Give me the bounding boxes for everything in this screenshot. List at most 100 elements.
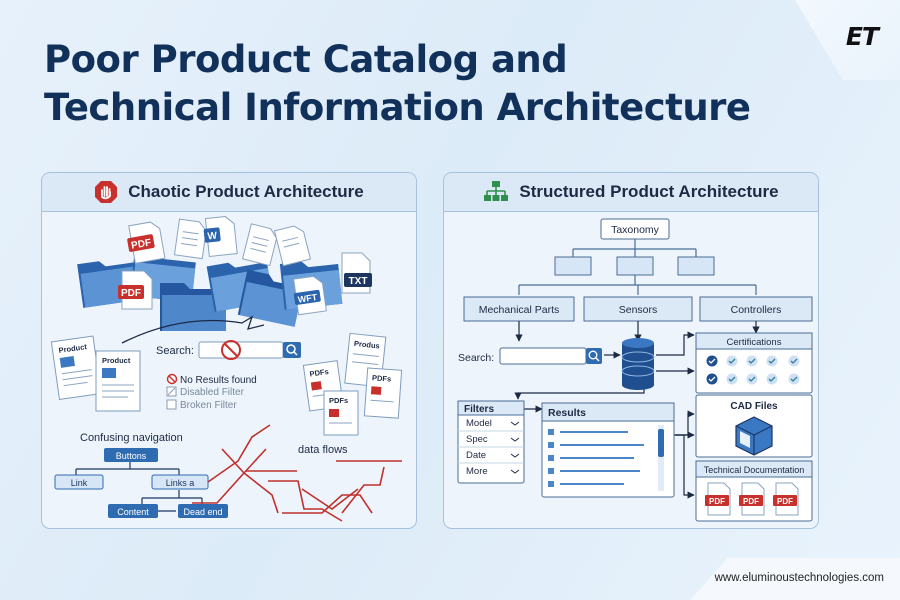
word-label: W [207, 231, 218, 243]
check-circle-icon [766, 373, 778, 385]
hierarchy-icon [484, 181, 509, 201]
nav-node-links-a-label: Links a [166, 478, 195, 488]
filter-row[interactable]: Model [458, 418, 524, 432]
filters-header [457, 400, 525, 416]
scattered-doc-label: PDFs [329, 396, 348, 405]
scattered-doc: PDFs [323, 390, 359, 436]
results-title: Results [548, 407, 586, 419]
taxonomy-label: Taxonomy [611, 224, 660, 236]
chaotic-diagram: PDF PDF W TXT [50, 216, 403, 522]
cad-files-title: CAD Files [730, 401, 778, 412]
wft-label: WFT [297, 292, 318, 305]
nav-node-dead-end[interactable] [178, 504, 228, 518]
database-icon [621, 338, 655, 390]
product-card-label: Product [58, 342, 88, 355]
category-label: Mechanical Parts [479, 304, 560, 316]
website-url[interactable]: www.eluminoustechnologies.com [714, 572, 884, 584]
check-circle-icon [788, 355, 800, 367]
certifications-header [695, 332, 813, 350]
results-scrollbar-thumb[interactable] [658, 429, 664, 457]
check-circle-icon [766, 355, 778, 367]
pdf-file-icon: PDF [127, 221, 166, 264]
pdf-label: PDF [121, 288, 141, 299]
results-scrollbar[interactable] [658, 425, 664, 491]
taxonomy-connectors [518, 239, 757, 295]
tangled-red-lines [192, 424, 402, 522]
taxonomy-subnode[interactable] [616, 256, 654, 276]
txt-label: TXT [349, 276, 368, 287]
nav-node-link[interactable] [54, 474, 104, 490]
txt-file-icon: TXT [341, 252, 372, 294]
tech-doc-file-label: PDF [709, 497, 725, 506]
structured-search-button[interactable] [586, 348, 602, 364]
pdf-file-icon: PDF [773, 482, 799, 516]
page-title-line1: Poor Product Catalog and [44, 38, 568, 81]
structured-search-input[interactable] [499, 347, 587, 365]
check-circle-icon [726, 373, 738, 385]
blocked-icon [221, 340, 241, 360]
chevron-down-icon [510, 469, 520, 474]
no-results-text: No Results found [180, 375, 257, 386]
filter-label: More [466, 466, 488, 477]
page-title-line2: Technical Information Architecture [44, 86, 751, 129]
brand-logo: ET [845, 22, 879, 51]
confusing-navigation-label: Confusing navigation [80, 432, 183, 444]
taxonomy-subnode[interactable] [677, 256, 715, 276]
nav-node-content-label: Content [117, 507, 149, 517]
filters-title: Filters [464, 404, 494, 415]
broken-filter-checkbox[interactable] [166, 399, 177, 410]
product-card: Product [50, 335, 102, 400]
pdf-label: PDF [130, 237, 152, 251]
nav-node-content[interactable] [108, 504, 158, 518]
filter-label: Date [466, 450, 486, 461]
filter-row[interactable]: More [466, 466, 520, 477]
filter-label: Model [466, 418, 492, 429]
broken-connector [121, 315, 265, 344]
scattered-doc-label: PDFs [309, 367, 329, 379]
checkmark-grid [706, 355, 800, 385]
category-mechanical-parts[interactable] [463, 296, 575, 322]
chaotic-panel-title: Chaotic Product Architecture [128, 182, 364, 201]
structured-diagram: Taxonomy Mechanical Parts Sensors Contro… [457, 218, 813, 522]
nav-node-buttons[interactable] [104, 448, 158, 462]
disabled-filter-text: Disabled Filter [180, 387, 245, 398]
cad-cube-icon [735, 416, 773, 456]
nav-node-buttons-label: Buttons [116, 451, 147, 461]
folder-icon [160, 283, 226, 331]
filter-label: Spec [466, 434, 488, 445]
structured-architecture-panel: Structured Product Architecture Taxonomy… [443, 172, 819, 529]
check-circle-icon [726, 355, 738, 367]
tech-doc-file-label: PDF [743, 497, 759, 506]
pdf-file-icon: PDF [705, 482, 731, 516]
certifications-title: Certifications [727, 337, 782, 348]
document-icon [173, 218, 207, 260]
page-title: Poor Product Catalog and Technical Infor… [44, 36, 751, 132]
filter-row[interactable]: Date [458, 450, 524, 464]
nav-node-dead-end-label: Dead end [183, 507, 222, 517]
tech-docs-header [695, 460, 813, 478]
category-label: Controllers [731, 304, 782, 316]
chaotic-architecture-panel: Chaotic Product Architecture PDF PDF [41, 172, 417, 529]
tech-docs-title: Technical Documentation [704, 465, 805, 475]
taxonomy-subnode[interactable] [554, 256, 592, 276]
product-card-label: Product [102, 356, 131, 365]
flow-arrows [514, 321, 760, 499]
category-label: Sensors [619, 304, 658, 316]
results-list[interactable] [548, 429, 644, 487]
results-header [541, 402, 675, 422]
category-controllers[interactable] [699, 296, 813, 322]
filter-row[interactable]: Spec [458, 434, 524, 448]
scattered-doc: PDFs [363, 367, 403, 419]
search-icon [588, 350, 600, 362]
search-label: Search: [156, 345, 194, 357]
broken-filter-text: Broken Filter [180, 400, 237, 411]
no-results-icon [166, 373, 178, 385]
category-sensors[interactable] [583, 296, 693, 322]
scattered-doc-label: Produs [354, 339, 381, 351]
word-file-icon: W [203, 216, 238, 257]
structured-panel-title: Structured Product Architecture [519, 182, 779, 201]
slash-icon [167, 387, 176, 396]
tech-doc-file-label: PDF [777, 497, 793, 506]
document-icon [242, 223, 278, 267]
pdf-file-icon: PDF [118, 270, 153, 310]
